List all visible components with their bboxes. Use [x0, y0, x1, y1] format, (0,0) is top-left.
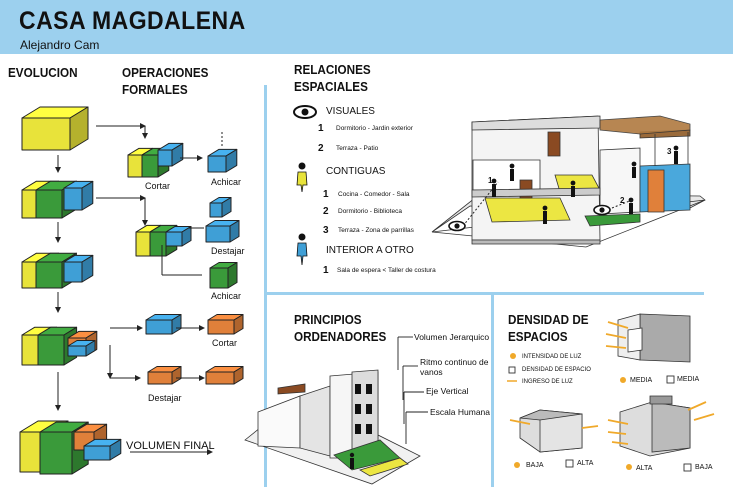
- sun-icons: [510, 353, 632, 470]
- principio-escala: Escala Humana: [430, 407, 491, 417]
- op-label-cortar-1: Cortar: [145, 181, 171, 191]
- relaciones-heading-2: ESPACIALES: [294, 79, 368, 94]
- op-block-1b: [141, 154, 159, 178]
- case2-espacio: ALTA: [577, 460, 594, 467]
- op-block-1c: [157, 149, 173, 167]
- case3-luz: ALTA: [636, 465, 653, 472]
- op-label-destajar-2: Destajar: [148, 393, 182, 403]
- mass-block-3c: [63, 261, 83, 283]
- contiguas-num-2: 2: [323, 206, 329, 217]
- op-block-4a: [209, 202, 223, 218]
- operaciones-heading-1: OPERACIONES: [122, 65, 209, 80]
- op-label-achicar-1: Achicar: [211, 177, 242, 187]
- operaciones-heading-2: FORMALES: [122, 82, 188, 97]
- legend-intensidad: INTENSIDAD DE LUZ: [522, 354, 582, 360]
- person-blue-icon: [296, 233, 308, 266]
- plan-eye-icon-2: [593, 204, 611, 216]
- op-label-destajar-1: Destajar: [211, 246, 245, 256]
- op-label-achicar-2: Achicar: [211, 291, 242, 301]
- evolucion-heading: EVOLUCION: [8, 65, 78, 80]
- plan-marker-1: 1: [488, 176, 493, 185]
- interior-item-1: Sala de espera < Taller de costura: [337, 267, 436, 274]
- contiguas-num-1: 1: [323, 189, 329, 200]
- mass-block-3b: [35, 261, 63, 289]
- op-block-2: [207, 155, 227, 173]
- contiguas-item-1: Cocina - Comedor - Sala: [338, 191, 410, 198]
- contiguas-item-2: Dormitorio - Biblioteca: [338, 208, 402, 215]
- mass-block-2b: [35, 189, 63, 219]
- relaciones-heading-1: RELACIONES: [294, 62, 371, 77]
- people-silhouettes: [491, 145, 679, 224]
- plan-marker-3: 3: [667, 147, 672, 156]
- contiguas-num-3: 3: [323, 225, 329, 236]
- contiguas-title: CONTIGUAS: [326, 166, 386, 177]
- eye-icon: [293, 105, 317, 119]
- mass-block-5b: [39, 431, 73, 475]
- mass-block-4d: [67, 345, 87, 357]
- contiguas-item-3: Terraza - Zona de parrillas: [338, 227, 414, 234]
- densidad-heading-2: ESPACIOS: [508, 329, 568, 344]
- person-yellow-icon: [296, 162, 308, 193]
- mass-block-5d: [83, 445, 111, 461]
- op-block-5: [209, 267, 229, 289]
- visuales-item-1: Dormitorio - Jardin exterior: [336, 125, 413, 132]
- visuales-item-2: Terraza - Patio: [336, 145, 379, 152]
- op-block-1a: [127, 154, 143, 178]
- mass-block-1: [21, 117, 71, 151]
- case3-espacio: BAJA: [695, 464, 713, 471]
- interior-title: INTERIOR A OTRO: [326, 245, 414, 256]
- page-title: CASA MAGDALENA: [19, 7, 246, 35]
- op-block-6: [145, 319, 173, 335]
- principios-heading-2: ORDENADORES: [294, 329, 387, 344]
- case1-espacio: MEDIA: [677, 376, 700, 383]
- plan-marker-2: 2: [620, 196, 625, 205]
- author-name: Alejandro Cam: [20, 38, 100, 52]
- case1-luz: MEDIA: [630, 377, 653, 384]
- legend-ingreso: INGRESO DE LUZ: [522, 379, 573, 385]
- divider-vertical-2: [491, 292, 494, 487]
- visuales-num-1: 1: [318, 123, 324, 134]
- volumen-final-label: VOLUMEN FINAL: [126, 440, 215, 452]
- interior-num-1: 1: [323, 265, 329, 276]
- header-bar: [0, 0, 733, 54]
- op-block-8: [147, 371, 173, 385]
- principio-eje: Eje Vertical: [426, 386, 469, 396]
- principio-volumen: Volumen Jerarquico: [414, 332, 490, 342]
- op-label-cortar-2: Cortar: [212, 338, 238, 348]
- legend-densidad: DENSIDAD DE ESPACIO: [522, 367, 591, 373]
- visuales-title: VISUALES: [326, 106, 375, 117]
- mass-block-4b: [37, 334, 65, 366]
- op-block-4b: [205, 225, 231, 243]
- op-block-9: [205, 371, 235, 385]
- case2-luz: BAJA: [526, 462, 544, 469]
- divider-horizontal: [264, 292, 704, 295]
- visuales-num-2: 2: [318, 143, 324, 154]
- plan-eye-icon-1: [448, 220, 466, 232]
- op-block-7: [207, 319, 235, 335]
- op-block-3b: [149, 231, 167, 257]
- densidad-heading-1: DENSIDAD DE: [508, 312, 589, 327]
- principio-ritmo: Ritmo continuo de vanos: [420, 357, 489, 377]
- op-block-3c: [165, 231, 183, 247]
- mass-block-2c: [63, 187, 83, 211]
- density-box-icons: [508, 366, 692, 472]
- divider-vertical-1: [264, 85, 267, 487]
- principios-heading-1: PRINCIPIOS: [294, 312, 362, 327]
- op-block-3a: [135, 231, 151, 257]
